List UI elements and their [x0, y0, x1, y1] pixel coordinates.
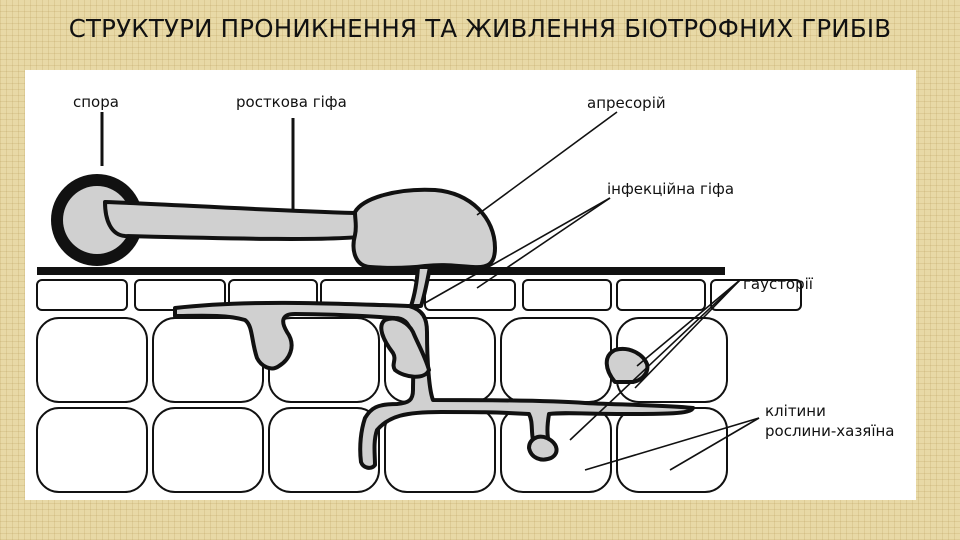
leader-lines	[100, 111, 760, 471]
fungal-structures	[103, 187, 695, 470]
infection-hypha-leader-1	[476, 197, 611, 289]
germ-tube	[103, 200, 380, 241]
mesophyll-row-2	[36, 407, 728, 493]
haustoria-leader-1	[636, 279, 741, 367]
infection-hypha	[409, 265, 432, 308]
appressorium-leader	[476, 111, 618, 216]
haustoria-leader-3	[569, 279, 741, 441]
leaf-surface	[37, 267, 725, 275]
label-spore: спора	[73, 93, 119, 111]
label-haustoria: гаусторії	[743, 275, 813, 293]
label-host-cells-line1: клітини	[765, 402, 826, 420]
label-appressorium: апресорій	[587, 94, 666, 112]
haustoria-leader-2	[634, 279, 741, 389]
label-host-cells-line2: рослини-хазяїна	[765, 422, 895, 440]
subcuticular-mycelium	[173, 300, 695, 470]
slide-title: СТРУКТУРИ ПРОНИКНЕННЯ ТА ЖИВЛЕННЯ БІОТРО…	[68, 14, 892, 43]
diagram-panel: спора росткова гіфа апресорій інфекційна…	[25, 70, 916, 500]
haustorium-2	[604, 347, 650, 384]
infection-hypha-leader-2	[424, 197, 611, 304]
haustorium-1	[379, 316, 431, 379]
host-cells-leader-2	[669, 417, 760, 471]
label-germ-tube: росткова гіфа	[236, 93, 347, 111]
haustorium-3	[527, 434, 559, 462]
appressorium	[351, 187, 497, 270]
label-infection-hypha: інфекційна гіфа	[607, 180, 735, 198]
host-cells-leader-1	[584, 417, 760, 471]
fungus-diagram	[36, 111, 802, 493]
